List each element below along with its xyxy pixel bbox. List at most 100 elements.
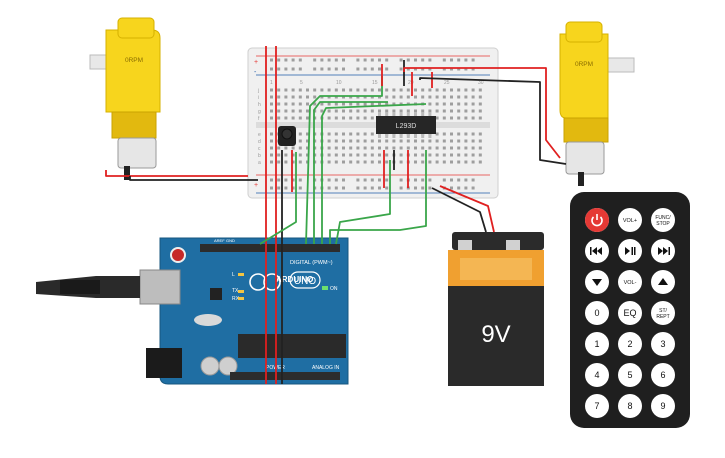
remote-button-face [651, 363, 675, 387]
breadboard-hole [342, 88, 345, 92]
remote-button-num-8[interactable]: 8 [618, 394, 642, 418]
breadboard-hole [306, 95, 309, 99]
arduino-brand: ARDUINO [276, 275, 313, 284]
remote-button-eq[interactable]: EQ [618, 301, 642, 325]
remote-button-fast-forward[interactable] [651, 239, 675, 263]
remote-button-num-7[interactable]: 7 [585, 394, 609, 418]
tx-label: TX [232, 288, 239, 294]
pause-bar [634, 247, 636, 255]
l-led [238, 273, 244, 276]
breadboard-hole [421, 186, 425, 190]
wire-en-green[interactable] [335, 160, 391, 245]
breadboard-hole [291, 88, 295, 92]
wire-motor-left-red[interactable] [105, 170, 248, 177]
breadboard-hole [363, 58, 367, 62]
analog-in-label: ANALOG IN [312, 365, 340, 371]
breadboard-hole [277, 95, 281, 99]
wire-motor-right-red[interactable] [403, 67, 561, 159]
breadboard-hole [277, 67, 281, 71]
wire-in1-green[interactable] [305, 76, 383, 245]
chip-pin [428, 134, 432, 138]
row-letter-j: j [257, 88, 259, 94]
wire-in2-green[interactable] [313, 101, 388, 244]
remote-button-up[interactable] [651, 270, 675, 294]
motor-left-terminal [124, 166, 130, 180]
breadboard-hole [349, 116, 353, 120]
remote-button-num-0[interactable]: 0 [585, 301, 609, 325]
breadboard-hole [313, 95, 317, 99]
reset-button[interactable] [170, 247, 186, 263]
remote-button-num-2[interactable]: 2 [618, 332, 642, 356]
breadboard-hole [399, 109, 403, 113]
wire-in4-green[interactable] [329, 150, 427, 244]
battery-voltage-label: 9V [481, 321, 510, 348]
wire-battery-black[interactable] [431, 187, 487, 233]
breadboard-hole [284, 58, 288, 62]
breadboard-hole [284, 186, 288, 190]
breadboard-hole [270, 109, 273, 113]
breadboard-hole [471, 109, 475, 113]
remote-button-play-pause[interactable] [618, 239, 642, 263]
chip-pin [378, 112, 381, 116]
row-letter-e: e [258, 132, 261, 138]
wire-battery-red[interactable] [439, 185, 495, 233]
breadboard-hole [334, 178, 338, 182]
remote-button-num-6[interactable]: 6 [651, 363, 675, 387]
breadboard-hole [464, 160, 468, 164]
wire-in3-green[interactable] [321, 103, 427, 244]
breadboard-hole [342, 186, 345, 190]
breadboard-hole [450, 116, 453, 120]
remote-button-down[interactable] [585, 270, 609, 294]
breadboard-hole [349, 160, 353, 164]
breadboard-hole [356, 146, 360, 150]
wire-ir-signal-green[interactable] [259, 152, 297, 245]
breadboard-hole [370, 139, 374, 143]
motor-left[interactable]: 0RPM [89, 17, 161, 180]
motor-right[interactable]: 0RPM [559, 21, 635, 186]
ff-bar [668, 247, 670, 255]
breadboard-hole [471, 102, 475, 106]
remote-button-vol-up[interactable]: VOL+ [618, 208, 642, 232]
row-letter-d: d [258, 139, 261, 145]
l293d-chip-body [376, 116, 436, 134]
remote-button-label: 5 [627, 370, 632, 380]
remote-button-num-9[interactable]: 9 [651, 394, 675, 418]
breadboard-hole [457, 153, 461, 157]
breadboard-hole [270, 102, 273, 106]
usb-plug [60, 280, 100, 294]
breadboard-hole [363, 88, 367, 92]
remote-button-func-stop[interactable]: FUNC/STOP [651, 208, 675, 232]
battery-9v[interactable]: 9V [448, 232, 544, 386]
breadboard-hole [284, 95, 288, 99]
digital-header [200, 244, 340, 252]
rewind-bar [590, 247, 592, 255]
row-letter-f: f [258, 116, 260, 122]
ir-receiver[interactable] [278, 126, 296, 146]
remote-button-st-rept[interactable]: ST/REPT [651, 301, 675, 325]
arduino-uno[interactable]: ARDUINO UNO DIGITAL (PWM~) POWER ANALOG … [36, 237, 349, 385]
remote-button-rewind[interactable] [585, 239, 609, 263]
remote-button-face [618, 208, 642, 232]
remote-button-label: 8 [627, 401, 632, 411]
remote-button-face [618, 301, 642, 325]
remote-button-num-3[interactable]: 3 [651, 332, 675, 356]
wire-motor-right-black[interactable] [419, 77, 567, 165]
l293d-chip[interactable]: L293D [376, 112, 436, 138]
remote-button-num-5[interactable]: 5 [618, 363, 642, 387]
breadboard-hole [306, 146, 309, 150]
remote-button-vol-down[interactable]: VOL- [618, 270, 642, 294]
breadboard-hole [349, 102, 353, 106]
remote-button-label: ST/REPT [656, 308, 669, 320]
breadboard-hole [298, 88, 302, 92]
breadboard-hole [306, 102, 309, 106]
breadboard-hole [334, 95, 338, 99]
remote-button-num-1[interactable]: 1 [585, 332, 609, 356]
wire-motor-left-black[interactable] [129, 176, 258, 181]
breadboard-hole [298, 160, 302, 164]
remote-button-power[interactable] [585, 208, 609, 232]
breadboard-hole [277, 88, 281, 92]
remote-button-num-4[interactable]: 4 [585, 363, 609, 387]
breadboard[interactable]: + - + j i h g f e d c b a 1 5 10 15 20 2… [247, 47, 499, 199]
uno-label: UNO [294, 276, 316, 287]
